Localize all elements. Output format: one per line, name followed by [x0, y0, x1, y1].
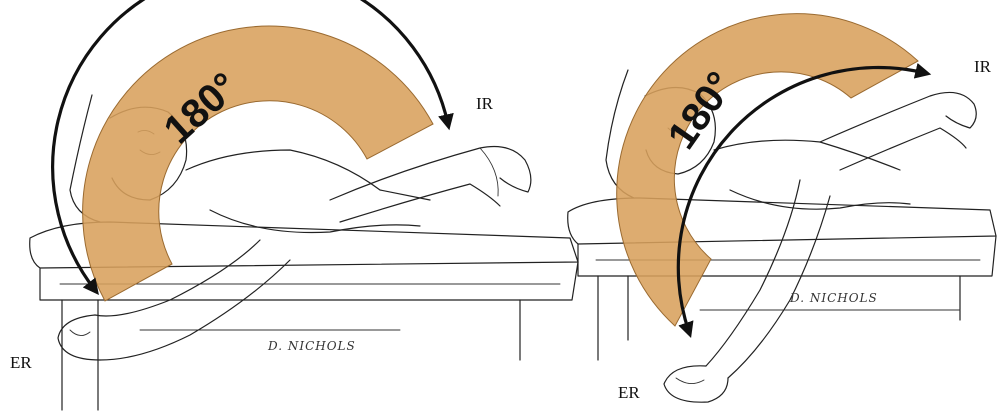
left-panel: 180° IR ER D. NICHOLS [10, 0, 578, 410]
er-label: ER [10, 353, 32, 372]
right-panel: 180° IR ER D. NICHOLS [568, 14, 996, 402]
artist-signature: D. NICHOLS [267, 339, 356, 353]
rotation-arc-band [617, 14, 918, 326]
ir-label: IR [476, 94, 494, 113]
er-label: ER [618, 383, 640, 402]
ir-label: IR [974, 57, 992, 76]
artist-signature: D. NICHOLS [789, 291, 878, 305]
rotation-arc-band [83, 26, 433, 301]
